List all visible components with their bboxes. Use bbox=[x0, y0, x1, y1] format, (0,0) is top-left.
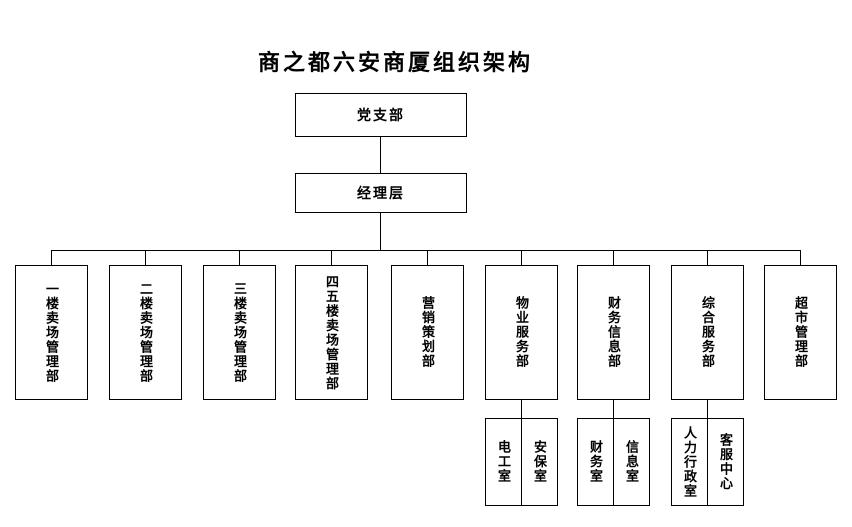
org-box-party-branch: 党支部 bbox=[295, 93, 467, 137]
office-box-customer-service: 客服中心 bbox=[707, 419, 743, 505]
connector-drop-dept-4 bbox=[331, 250, 332, 265]
office-label-customer-service: 客服中心 bbox=[718, 433, 733, 491]
dept-label-general-service: 综合服务部 bbox=[700, 296, 715, 369]
dept-label-floor45-sales: 四五楼卖场管理部 bbox=[324, 274, 339, 391]
connector-drop-dept-5 bbox=[427, 250, 428, 265]
connector-drop-dept-2 bbox=[145, 250, 146, 265]
office-label-electrician: 电工室 bbox=[496, 440, 511, 484]
connector-property-offices bbox=[521, 400, 522, 418]
dept-box-marketing-planning: 营销策划部 bbox=[391, 265, 464, 400]
office-box-electrician: 电工室 bbox=[486, 419, 521, 505]
dept-box-floor3-sales: 三楼卖场管理部 bbox=[203, 265, 276, 400]
dept-label-floor1-sales: 一楼卖场管理部 bbox=[44, 281, 59, 384]
connector-drop-dept-1 bbox=[51, 250, 52, 265]
dept-label-floor2-sales: 二楼卖场管理部 bbox=[138, 281, 153, 384]
office-label-hr-admin: 人力行政室 bbox=[682, 425, 697, 499]
dept-label-marketing-planning: 营销策划部 bbox=[420, 296, 435, 369]
connector-drop-dept-7 bbox=[613, 250, 614, 265]
connector-drop-dept-3 bbox=[239, 250, 240, 265]
connector-finance-offices bbox=[613, 400, 614, 418]
management-label: 经理层 bbox=[357, 187, 405, 202]
connector-drop-dept-9 bbox=[800, 250, 801, 265]
dept-label-supermarket-mgmt: 超市管理部 bbox=[793, 296, 808, 369]
dept-box-floor45-sales: 四五楼卖场管理部 bbox=[295, 265, 368, 400]
office-box-hr-admin: 人力行政室 bbox=[672, 419, 707, 505]
office-pair-property: 电工室 安保室 bbox=[485, 418, 558, 506]
dept-box-floor1-sales: 一楼卖场管理部 bbox=[15, 265, 88, 400]
connector-top-to-management bbox=[380, 137, 381, 173]
dept-box-floor2-sales: 二楼卖场管理部 bbox=[109, 265, 182, 400]
dept-box-property-service: 物业服务部 bbox=[485, 265, 558, 400]
dept-label-floor3-sales: 三楼卖场管理部 bbox=[232, 281, 247, 384]
dept-box-general-service: 综合服务部 bbox=[671, 265, 744, 400]
office-pair-general: 人力行政室 客服中心 bbox=[671, 418, 744, 506]
dept-box-supermarket-mgmt: 超市管理部 bbox=[764, 265, 837, 400]
connector-departments-rail bbox=[51, 250, 801, 251]
chart-title: 商之都六安商厦组织架构 bbox=[257, 50, 533, 75]
party-branch-label: 党支部 bbox=[357, 109, 405, 124]
office-label-finance-room: 财务室 bbox=[588, 440, 603, 484]
dept-label-finance-info: 财务信息部 bbox=[606, 296, 621, 369]
connector-drop-dept-6 bbox=[521, 250, 522, 265]
office-pair-finance: 财务室 信息室 bbox=[577, 418, 650, 506]
connector-management-riser bbox=[380, 212, 381, 250]
office-box-security: 安保室 bbox=[521, 419, 557, 505]
office-label-security: 安保室 bbox=[532, 440, 547, 484]
office-label-information-room: 信息室 bbox=[624, 440, 639, 484]
dept-label-property-service: 物业服务部 bbox=[514, 296, 529, 369]
office-box-information-room: 信息室 bbox=[613, 419, 649, 505]
connector-drop-dept-8 bbox=[707, 250, 708, 265]
connector-general-offices bbox=[707, 400, 708, 418]
org-box-management: 经理层 bbox=[295, 173, 467, 213]
office-box-finance-room: 财务室 bbox=[578, 419, 613, 505]
dept-box-finance-info: 财务信息部 bbox=[577, 265, 650, 400]
